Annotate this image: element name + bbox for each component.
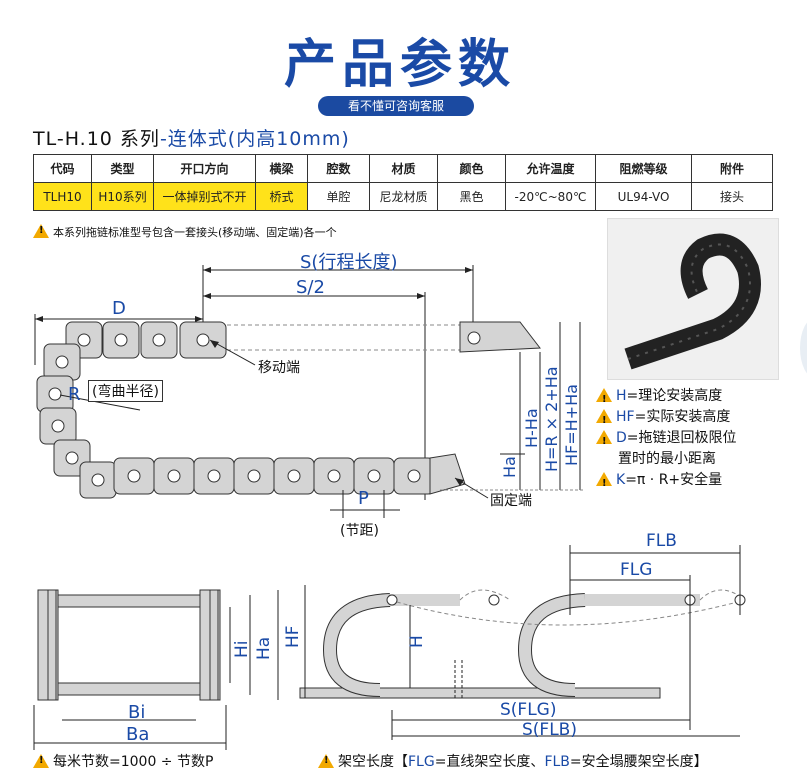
table-header: 横梁 — [255, 154, 308, 183]
drag-chain-image — [624, 233, 761, 370]
section-and-span-diagram — [33, 545, 746, 750]
definition-text: =拖链退回极限位 — [626, 430, 737, 446]
table-cell: 一体掉别式不开 — [153, 182, 256, 211]
radius-r-label: R — [68, 384, 81, 405]
flb-label: FLB — [646, 531, 677, 551]
table-cell: 尼龙材质 — [369, 182, 438, 211]
edge-scroll-handle[interactable] — [800, 318, 807, 378]
warning-icon — [33, 754, 49, 768]
definition-key: H — [616, 388, 627, 404]
bend-radius-desc: (弯曲半径) — [88, 380, 163, 402]
definition-text: =理论安装高度 — [626, 388, 723, 404]
inner-height-label: Hi — [232, 640, 252, 658]
warning-icon — [596, 409, 612, 431]
warning-icon — [33, 224, 49, 238]
h-minus-ha-label: H-Ha — [522, 408, 541, 448]
outer-width-label: Ba — [126, 724, 150, 745]
chain-travel-diagram — [34, 265, 585, 518]
pitch-count-note: 每米节数=1000 ÷ 节数P — [33, 751, 213, 771]
s-flb-label: S(FLB) — [522, 720, 577, 740]
inner-width-label: Bi — [128, 702, 146, 723]
outer-height-label: Ha — [254, 636, 274, 660]
s-flg-label: S(FLG) — [500, 700, 557, 720]
package-note: 本系列拖链标准型号包含一套接头(移动端、固定端)各一个 — [33, 224, 337, 240]
table-header: 代码 — [33, 154, 92, 183]
series-model: TL-H.10 系列 — [33, 128, 160, 150]
warning-icon — [596, 472, 612, 494]
table-header: 附件 — [691, 154, 773, 183]
table-header: 颜色 — [437, 154, 506, 183]
table-cell: H10系列 — [91, 182, 154, 211]
span-length-note: 架空长度【FLG=直线架空长度、FLB=安全塌腰架空长度】 — [318, 751, 708, 771]
pitch-desc: (节距) — [340, 523, 379, 539]
pitch-p-label: P — [358, 488, 369, 509]
table-row: TLH10 H10系列 一体掉别式不开 桥式 单腔 尼龙材质 黑色 -20℃~8… — [33, 182, 773, 211]
table-cell: 单腔 — [307, 182, 370, 211]
span-note-mid: =直线架空长度、 — [434, 754, 545, 770]
table-header: 阻燃等级 — [595, 154, 692, 183]
definition-text: 置时的最小距离 — [618, 451, 716, 467]
series-type: -连体式(内高10mm) — [159, 128, 350, 150]
product-photo — [607, 218, 779, 380]
h-formula-label: H=R × 2+Ha — [542, 366, 561, 472]
span-note-flg: FLG — [408, 754, 435, 770]
table-cell: 桥式 — [255, 182, 308, 211]
table-header: 开口方向 — [153, 154, 256, 183]
distance-d-label: D — [112, 298, 126, 319]
install-height-hf-label: HF — [283, 625, 303, 648]
definitions-list: H=理论安装高度 HF=实际安装高度 D=拖链退回极限位 置时的最小距离 K=π… — [596, 386, 737, 494]
half-stroke-label: S/2 — [296, 277, 325, 298]
pitch-count-text: 每米节数=1000 ÷ 节数P — [53, 754, 214, 770]
table-cell: TLH10 — [33, 182, 92, 211]
package-note-text: 本系列拖链标准型号包含一套接头(移动端、固定端)各一个 — [53, 226, 337, 239]
stroke-length-label: S(行程长度) — [300, 252, 398, 273]
span-note-end: =安全塌腰架空长度】 — [569, 754, 708, 770]
table-header: 腔数 — [307, 154, 370, 183]
definition-item: 置时的最小距离 — [596, 449, 737, 470]
definition-item: HF=实际安装高度 — [596, 407, 737, 431]
span-note-prefix: 架空长度【 — [338, 754, 408, 770]
definition-key: D — [616, 430, 627, 446]
series-heading: TL-H.10 系列-连体式(内高10mm) — [33, 124, 350, 151]
table-header: 允许温度 — [505, 154, 596, 183]
height-h-label: H — [407, 635, 427, 648]
definition-item: D=拖链退回极限位 — [596, 428, 737, 452]
definition-text: =π · R+安全量 — [625, 472, 723, 488]
moving-end-label: 移动端 — [258, 360, 300, 376]
definition-item: K=π · R+安全量 — [596, 470, 737, 494]
spec-table: 代码 类型 开口方向 横梁 腔数 材质 颜色 允许温度 阻燃等级 附件 TLH1… — [33, 154, 773, 211]
consult-service-button[interactable]: 看不懂可咨询客服 — [318, 96, 474, 116]
definition-key: HF — [616, 409, 635, 425]
table-cell: UL94-VO — [595, 182, 692, 211]
table-cell: 接头 — [691, 182, 773, 211]
definition-text: =实际安装高度 — [634, 409, 731, 425]
hf-formula-label: HF=H+Ha — [562, 384, 581, 466]
definition-item: H=理论安装高度 — [596, 386, 737, 410]
warning-icon — [596, 430, 612, 452]
fixed-end-label: 固定端 — [490, 493, 532, 509]
table-header: 类型 — [91, 154, 154, 183]
ha-label: Ha — [500, 456, 519, 478]
flg-label: FLG — [620, 560, 653, 580]
span-note-flb: FLB — [544, 754, 570, 770]
warning-icon — [318, 754, 334, 768]
warning-icon — [596, 388, 612, 410]
table-cell: -20℃~80℃ — [505, 182, 596, 211]
page-title: 产品参数 — [283, 35, 516, 95]
table-cell: 黑色 — [437, 182, 506, 211]
table-header-row: 代码 类型 开口方向 横梁 腔数 材质 颜色 允许温度 阻燃等级 附件 — [33, 154, 773, 183]
definition-key: K — [616, 472, 626, 488]
table-header: 材质 — [369, 154, 438, 183]
